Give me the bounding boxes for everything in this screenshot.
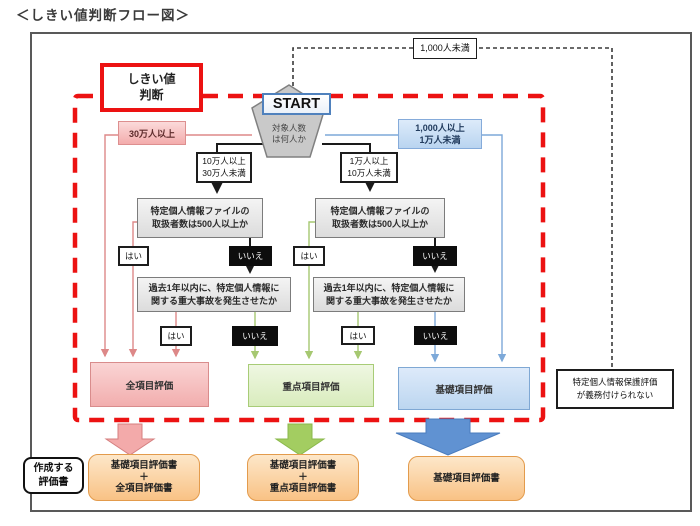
threshold-judgment-label: しきい値 判断: [100, 63, 203, 112]
label-100k-300k: 10万人以上 30万人未満: [196, 152, 252, 183]
label-10k-100k: 1万人以上 10万人未満: [340, 152, 398, 183]
label-yes-handlers-left: はい: [118, 246, 149, 266]
label-no-accident-right: いいえ: [414, 326, 457, 345]
block-arrow-green: [274, 423, 326, 456]
block-arrow-pink: [104, 423, 156, 456]
label-no-accident-left: いいえ: [232, 326, 278, 346]
block-arrow-blue: [395, 418, 501, 456]
question-accident-right: 過去1年以内に、特定個人情報に 関する重大事故を発生させたか: [313, 277, 465, 312]
start-question: 対象人数 は何人か: [271, 122, 306, 144]
docs-priority-items: 基礎項目評価書 ＋ 重点項目評価書: [247, 454, 359, 501]
docs-legend: 作成する 評価書: [23, 457, 84, 494]
question-handlers-left: 特定個人情報ファイルの 取扱者数は500人以上か: [137, 198, 263, 238]
question-handlers-right: 特定個人情報ファイルの 取扱者数は500人以上か: [315, 198, 445, 238]
docs-all-items: 基礎項目評価書 ＋ 全項目評価書: [88, 454, 200, 501]
docs-basic-items: 基礎項目評価書: [408, 456, 525, 501]
start-node: START: [262, 93, 331, 115]
eval-basic-items: 基礎項目評価: [398, 367, 530, 410]
label-yes-accident-left: はい: [160, 326, 192, 346]
eval-priority-items: 重点項目評価: [248, 364, 374, 407]
label-no-handlers-right: いいえ: [413, 246, 457, 266]
label-no-handlers-left: いいえ: [229, 246, 272, 266]
eval-all-items: 全項目評価: [90, 362, 209, 407]
page-title: ＜しきい値判断フロー図＞: [16, 8, 190, 23]
label-1k-10k: 1,000人以上 1万人未満: [398, 119, 482, 149]
question-accident-left: 過去1年以内に、特定個人情報に 関する重大事故を発生させたか: [137, 277, 291, 312]
label-yes-handlers-right: はい: [293, 246, 325, 266]
not-required-note: 特定個人情報保護評価 が義務付けられない: [556, 369, 674, 409]
label-yes-accident-right: はい: [341, 326, 375, 345]
label-over-300k: 30万人以上: [118, 121, 186, 145]
label-under-1000: 1,000人未満: [413, 38, 477, 59]
